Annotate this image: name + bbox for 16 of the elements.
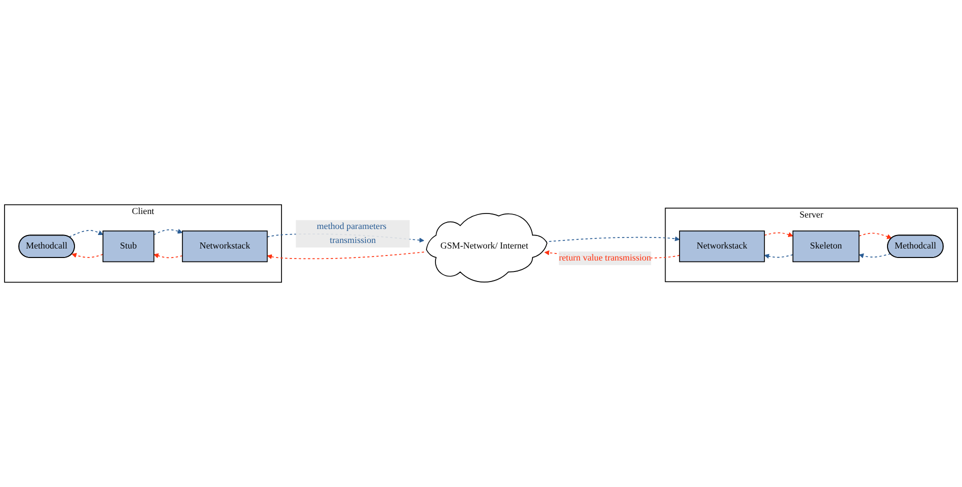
edge-label: return value transmission xyxy=(558,253,652,263)
arrow xyxy=(764,232,794,238)
arrow xyxy=(267,252,424,260)
arrow xyxy=(154,253,183,258)
arrow xyxy=(153,228,183,236)
arrow xyxy=(544,236,680,242)
node-box: Networkstack xyxy=(182,230,268,262)
arrow xyxy=(68,230,104,238)
edge-label: method parameters transmission xyxy=(316,222,386,246)
node-box: Stub xyxy=(102,230,154,262)
node-box: Networkstack xyxy=(679,230,765,262)
arrow xyxy=(858,232,892,240)
arrow xyxy=(764,254,794,259)
arrow xyxy=(858,253,891,258)
node-box: Skeleton xyxy=(792,230,860,262)
arrow xyxy=(72,252,104,258)
